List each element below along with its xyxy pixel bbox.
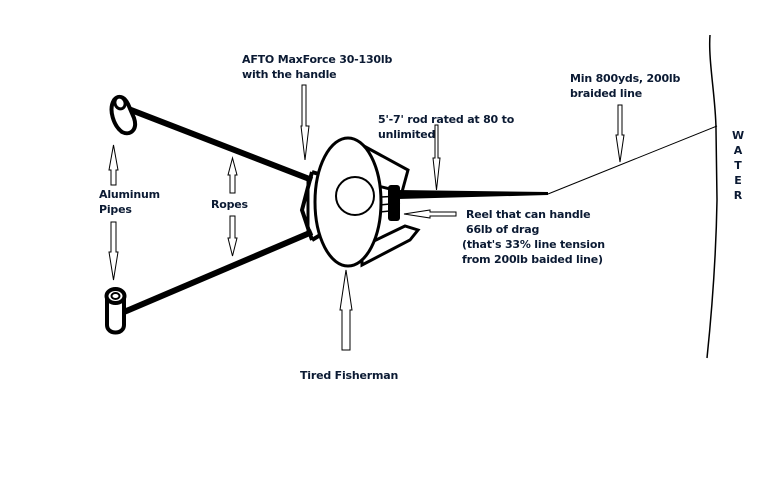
arrow-fisherman-up <box>339 269 353 351</box>
label-reel-line-3: (that's 33% line tension <box>462 238 605 251</box>
label-pipes-line-2: Pipes <box>99 203 132 216</box>
arrow-pipes-up <box>108 144 119 186</box>
aluminum-pipe-bottom <box>104 287 127 335</box>
label-line-line-1: Min 800yds, 200lb <box>570 72 681 85</box>
label-rod-line-1: 5'-7' rod rated at 80 to <box>378 113 515 126</box>
label-fisherman: Tired Fisherman <box>300 369 399 382</box>
label-reel: Reel that can handle 66lb of drag (that'… <box>462 207 605 267</box>
label-reel-line-4: from 200lb baided line) <box>462 253 603 266</box>
label-pipes-line-1: Aluminum <box>99 188 160 201</box>
aluminum-pipe-top <box>109 94 137 136</box>
label-line: Min 800yds, 200lb braided line <box>570 71 680 101</box>
arrow-rod-down <box>432 124 441 191</box>
rope-bottom <box>122 229 314 315</box>
label-afto: AFTO MaxForce 30-130lb with the handle <box>242 52 392 82</box>
label-rod: 5'-7' rod rated at 80 to unlimited <box>378 112 514 142</box>
arrow-ropes-up <box>227 156 238 194</box>
arrow-line-down <box>615 104 625 163</box>
label-pipes: Aluminum Pipes <box>99 187 160 217</box>
water-shoreline <box>706 34 718 359</box>
label-afto-line-1: AFTO MaxForce 30-130lb <box>242 53 393 66</box>
fishing-line <box>547 125 718 195</box>
label-line-line-2: braided line <box>570 87 642 100</box>
arrow-reel-left <box>403 209 457 219</box>
arrow-afto-down <box>300 84 310 161</box>
label-rod-line-2: unlimited <box>378 128 436 141</box>
label-ropes: Ropes <box>211 198 248 211</box>
arrow-pipes-down <box>108 221 119 281</box>
reel <box>388 185 400 221</box>
label-water: WATER <box>732 129 745 202</box>
fishing-rod <box>398 190 548 199</box>
label-afto-line-2: with the handle <box>242 68 337 81</box>
label-reel-line-2: 66lb of drag <box>466 223 540 236</box>
fisherman-head <box>335 176 375 216</box>
rope-top <box>124 105 314 183</box>
label-reel-line-1: Reel that can handle <box>466 208 591 221</box>
arrow-ropes-down <box>227 215 238 257</box>
